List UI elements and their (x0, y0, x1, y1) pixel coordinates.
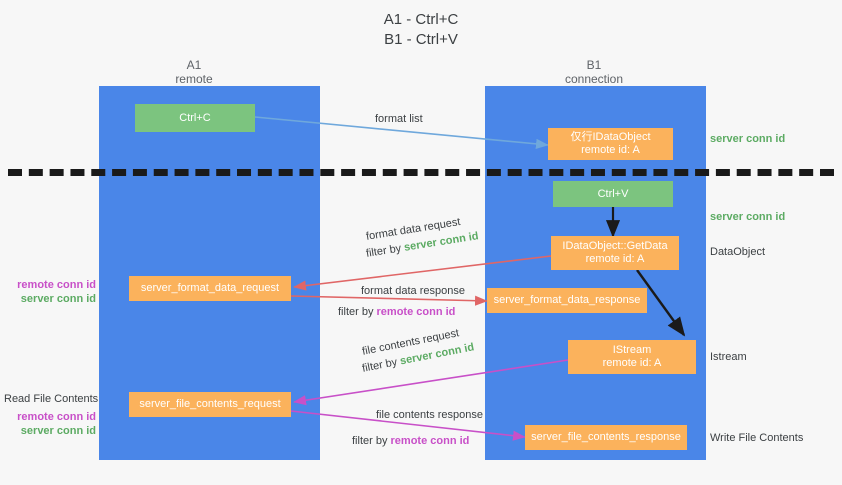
box-server-file-contents-request[interactable]: server_file_contents_request (129, 392, 291, 417)
box-ctrl-c[interactable]: Ctrl+C (135, 104, 255, 132)
column-b1-name: B1 (586, 58, 602, 72)
column-header-a1: A1 remote (124, 58, 264, 86)
box-server-file-contents-response[interactable]: server_file_contents_response (525, 425, 687, 450)
filter-prefix: filter by (338, 306, 374, 318)
label-format-list-text: format list (375, 113, 423, 125)
left-label-remote-conn-id-upper: remote conn id (17, 279, 96, 291)
filter-prefix: filter by (361, 356, 399, 375)
column-a1-name: A1 (186, 58, 202, 72)
label-file-contents-response-filter: filter by remote conn id (352, 434, 469, 448)
label-format-list: format list (375, 112, 423, 126)
box-server-format-data-request-label: server_format_data_request (140, 282, 280, 294)
phase-divider (8, 169, 834, 176)
box-idataobject-line-1: 仅行IDataObject (570, 131, 651, 143)
left-label-server-conn-id-lower: server conn id (20, 425, 96, 437)
box-istream[interactable]: IStream remote id: A (568, 340, 696, 374)
label-file-contents-response-text: file contents response (376, 409, 484, 421)
box-server-format-data-response[interactable]: server_format_data_response (487, 288, 647, 313)
right-label-server-conn-id-mid: server conn id (710, 211, 786, 223)
box-idataobject[interactable]: 仅行IDataObject remote id: A (548, 128, 673, 160)
box-server-file-contents-request-label: server_file_contents_request (139, 398, 281, 410)
right-label-istream: Istream (710, 351, 747, 363)
label-format-data-request: format data request filter by server con… (365, 216, 479, 261)
filter-key-remote-conn-id: remote conn id (390, 435, 470, 447)
box-ctrl-v[interactable]: Ctrl+V (553, 181, 673, 207)
box-getdata-line-2: remote id: A (585, 253, 645, 265)
left-label-remote-conn-id-lower: remote conn id (17, 411, 96, 423)
right-label-dataobject: DataObject (710, 246, 766, 258)
box-istream-line-2: remote id: A (602, 357, 662, 369)
left-label-group-lower: Read File Contents remote conn id server… (4, 392, 99, 438)
box-server-format-data-request[interactable]: server_format_data_request (129, 276, 291, 301)
box-getdata-line-1: IDataObject::GetData (562, 240, 668, 252)
box-ctrl-c-label: Ctrl+C (179, 111, 211, 124)
label-file-contents-response: file contents response (376, 408, 483, 422)
left-label-group-upper: remote conn id server conn id (10, 278, 96, 306)
page-title: A1 - Ctrl+C B1 - Ctrl+V (0, 10, 842, 50)
right-label-write-file-contents: Write File Contents (710, 432, 804, 444)
column-b1-sub: connection (564, 72, 624, 86)
title-line-2: B1 - Ctrl+V (384, 31, 458, 48)
left-label-server-conn-id-upper: server conn id (20, 293, 96, 305)
label-format-data-response-filter: filter by remote conn id (338, 305, 455, 319)
label-file-contents-request: file contents request filter by server c… (361, 327, 475, 376)
label-format-data-response: format data response (361, 284, 465, 298)
filter-key-remote-conn-id: remote conn id (376, 306, 456, 318)
box-idataobject-getdata[interactable]: IDataObject::GetData remote id: A (551, 236, 679, 270)
filter-prefix: filter by (365, 242, 403, 260)
column-header-b1: B1 connection (524, 58, 664, 86)
box-server-file-contents-response-label: server_file_contents_response (531, 431, 681, 443)
label-format-data-response-text: format data response (361, 285, 465, 297)
box-idataobject-line-2: remote id: A (581, 144, 640, 156)
box-ctrl-v-label: Ctrl+V (597, 187, 629, 200)
filter-prefix: filter by (352, 435, 388, 447)
box-server-format-data-response-label: server_format_data_response (493, 294, 641, 306)
column-a1-sub: remote (175, 72, 213, 86)
left-label-read-file-contents: Read File Contents (4, 393, 99, 405)
right-label-server-conn-id-top: server conn id (710, 133, 786, 145)
title-line-1: A1 - Ctrl+C (383, 11, 459, 28)
box-istream-line-1: IStream (612, 344, 652, 356)
